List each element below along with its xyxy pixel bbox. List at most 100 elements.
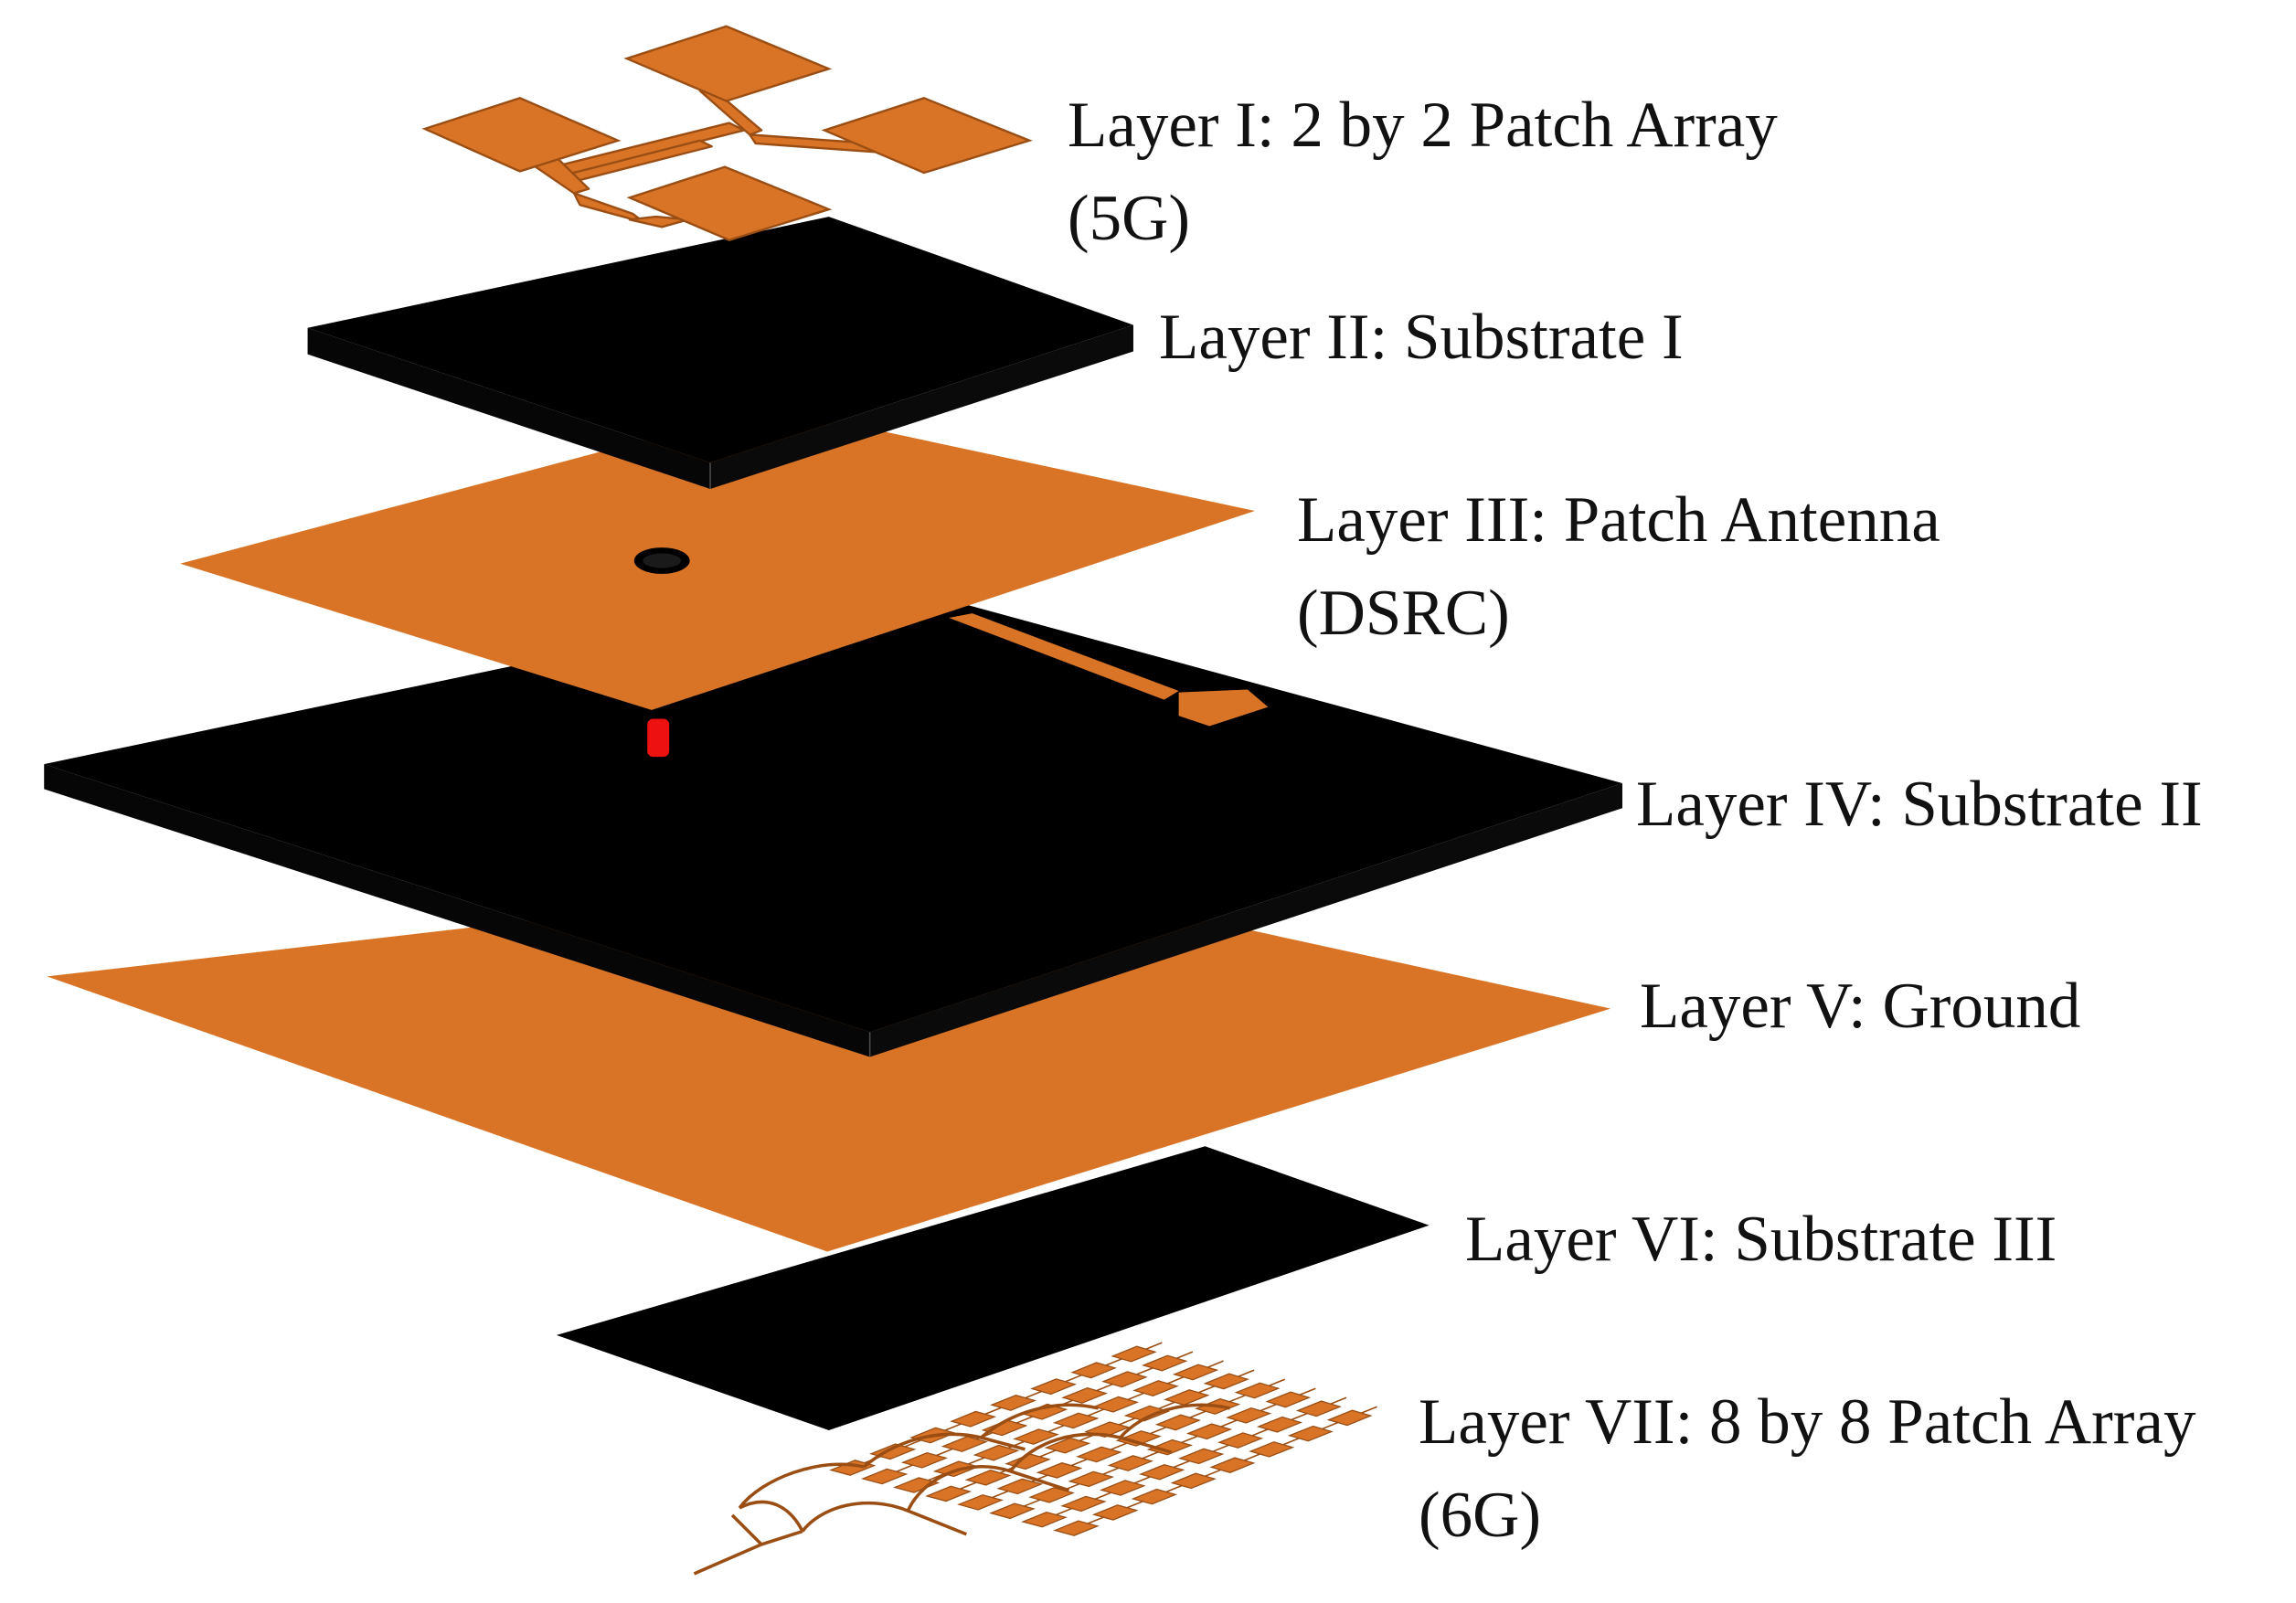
patch-element xyxy=(1107,1455,1153,1471)
patch-element xyxy=(996,1478,1044,1495)
feed-line xyxy=(984,1407,1002,1416)
patch-element xyxy=(1234,1382,1281,1399)
patch-element xyxy=(1013,1428,1059,1445)
feed-line xyxy=(944,1423,962,1431)
feed-line xyxy=(1158,1401,1175,1410)
layer-4-label: Layer IV: Substrate II xyxy=(1636,769,2203,840)
feed-line xyxy=(1165,1484,1183,1493)
feed-line xyxy=(1291,1412,1308,1421)
patch-element xyxy=(1226,1407,1272,1424)
feed-line xyxy=(1105,1358,1122,1366)
patch-element-right xyxy=(821,97,1033,175)
patch-element xyxy=(1092,1396,1140,1413)
feed-line xyxy=(1269,1378,1286,1386)
feed-line xyxy=(1070,1458,1088,1467)
feed-line xyxy=(1361,1406,1377,1414)
patch-element xyxy=(1172,1364,1219,1381)
patch-element xyxy=(1142,1354,1188,1372)
patch-element xyxy=(1326,1409,1373,1427)
feed-line xyxy=(1056,1507,1072,1516)
feed-line xyxy=(1145,1342,1163,1350)
feed-line xyxy=(1228,1394,1246,1403)
patch-element xyxy=(900,1451,949,1469)
patch-element xyxy=(1068,1470,1115,1488)
patch-element xyxy=(1060,1495,1107,1513)
patch-element xyxy=(1170,1472,1217,1490)
feed-line xyxy=(1173,1460,1190,1469)
feed-line xyxy=(1039,1449,1057,1458)
patch-element xyxy=(1146,1438,1194,1456)
patch-element-bottom xyxy=(626,165,833,241)
layer-2-label: Layer II: Substrate I xyxy=(1159,302,1684,373)
feed-line xyxy=(1119,1417,1136,1426)
feed-line xyxy=(1205,1469,1221,1477)
feed-line xyxy=(1282,1438,1300,1446)
layer-5-label: Layer V: Ground xyxy=(1640,971,2081,1042)
feed-line xyxy=(1206,1360,1224,1368)
feed-line xyxy=(1095,1492,1111,1500)
layer-7-label: Layer VII: 8 by 8 Patch Array(6G) xyxy=(1419,1386,2196,1551)
layer-1-patch-array-2x2 xyxy=(421,25,1033,241)
patch-grid-8x8 xyxy=(829,1342,1377,1536)
feed-line xyxy=(1198,1385,1216,1394)
patch-element xyxy=(1295,1400,1342,1417)
patch-element xyxy=(1287,1425,1334,1442)
patch-element xyxy=(1061,1387,1108,1404)
patch-element xyxy=(989,1502,1036,1520)
patch-element xyxy=(1044,1437,1091,1454)
feed-line xyxy=(904,1439,921,1448)
patch-element xyxy=(1138,1463,1185,1481)
feed-line xyxy=(1142,1451,1159,1460)
patch-element xyxy=(1053,1520,1100,1536)
patch-element xyxy=(1217,1432,1264,1449)
patch-element xyxy=(964,1470,1012,1486)
feed-line xyxy=(1087,1408,1104,1417)
patch-element xyxy=(1100,1480,1146,1496)
feed-line xyxy=(992,1490,1009,1499)
patch-element xyxy=(1030,1378,1078,1396)
patch-element xyxy=(1132,1380,1179,1397)
feed-line xyxy=(936,1448,953,1457)
feed-line xyxy=(1212,1444,1229,1452)
patch-element xyxy=(1131,1488,1178,1505)
patch-element xyxy=(925,1485,973,1502)
feed-line xyxy=(1299,1387,1316,1396)
patch-element xyxy=(1111,1345,1157,1363)
patch-element xyxy=(1021,1512,1068,1528)
feed-line xyxy=(1133,1476,1151,1484)
patch-element xyxy=(1249,1441,1295,1458)
patch-element xyxy=(973,1444,1020,1461)
feed-line xyxy=(1220,1419,1238,1428)
feed-line xyxy=(1167,1376,1185,1385)
feed-line xyxy=(1111,1442,1127,1450)
feed-line xyxy=(1096,1383,1113,1392)
layer-1-label: Layer I: 2 by 2 Patch Array(5G) xyxy=(1068,90,1778,254)
feed-line xyxy=(1238,1369,1255,1377)
layer-3-patch-antenna xyxy=(180,407,1269,727)
feed-line xyxy=(1127,1392,1144,1401)
layer-2-substrate-1 xyxy=(307,217,1133,490)
feed-line xyxy=(1243,1453,1260,1461)
feed-line xyxy=(1181,1435,1198,1444)
feed-line xyxy=(1260,1403,1277,1412)
feed-line xyxy=(1025,1390,1042,1399)
patch-element xyxy=(1185,1423,1233,1440)
layer-6-label: Layer VI: Substrate III xyxy=(1465,1204,2057,1275)
feed-line xyxy=(1322,1421,1339,1430)
patch-element xyxy=(1256,1416,1303,1433)
patch-element xyxy=(1101,1371,1148,1388)
patch-element xyxy=(1203,1373,1249,1390)
patch-element xyxy=(1076,1446,1122,1463)
patch-element xyxy=(1036,1462,1083,1479)
patch-element xyxy=(1115,1430,1162,1447)
feed-line xyxy=(1176,1351,1194,1359)
patch-element xyxy=(1091,1504,1139,1521)
feed-line xyxy=(968,1457,985,1465)
patch-element xyxy=(1154,1414,1202,1431)
feed-line xyxy=(960,1481,977,1490)
patch-element xyxy=(941,1436,988,1452)
feed-line xyxy=(1126,1501,1143,1509)
feed-line xyxy=(1024,1499,1041,1507)
patch-element xyxy=(1164,1389,1210,1406)
patch-element xyxy=(1209,1457,1256,1473)
